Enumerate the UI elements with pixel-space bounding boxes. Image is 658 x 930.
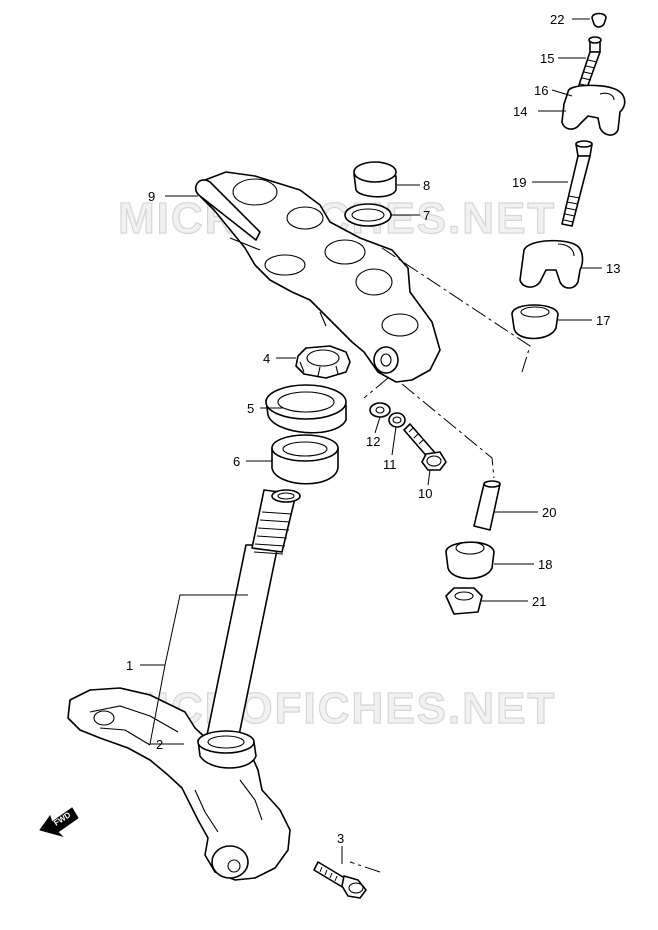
callout-13: 13 xyxy=(606,261,620,276)
fwd-arrow-icon: FWD xyxy=(39,807,79,837)
callout-1: 1 xyxy=(126,658,133,673)
callout-22: 22 xyxy=(550,12,564,27)
callout-16: 16 xyxy=(534,83,548,98)
stem-lock-nut[interactable] xyxy=(295,345,351,379)
bracket-bolt[interactable] xyxy=(403,423,447,471)
ring-seal[interactable] xyxy=(344,203,392,227)
callout-11: 11 xyxy=(383,457,397,472)
cap-22[interactable] xyxy=(591,12,607,28)
callout-2: 2 xyxy=(156,737,163,752)
cushion-17[interactable] xyxy=(511,304,559,340)
long-bolt-19[interactable] xyxy=(561,140,593,227)
callout-20: 20 xyxy=(542,505,556,520)
callout-12: 12 xyxy=(366,434,380,449)
watermark-top: MICROFICHES.NET xyxy=(118,194,556,243)
washer-12[interactable] xyxy=(369,402,391,418)
stem-cap[interactable] xyxy=(353,161,397,198)
callout-6: 6 xyxy=(233,454,240,469)
callout-17: 17 xyxy=(596,313,610,328)
dust-seal[interactable] xyxy=(265,384,347,434)
callout-9: 9 xyxy=(148,189,155,204)
callout-8: 8 xyxy=(423,178,430,193)
nut-21[interactable] xyxy=(445,587,483,615)
spacer-20[interactable] xyxy=(473,480,501,531)
callout-3: 3 xyxy=(337,831,344,846)
handlebar-holder-upper[interactable] xyxy=(561,84,626,136)
callout-7: 7 xyxy=(423,208,430,223)
callout-5: 5 xyxy=(247,401,254,416)
cushion-18[interactable] xyxy=(445,541,495,580)
steering-bearing[interactable] xyxy=(271,434,339,485)
upper-bracket[interactable] xyxy=(194,171,441,383)
handlebar-holder-lower[interactable] xyxy=(519,239,584,289)
lower-bracket-stem[interactable] xyxy=(67,489,301,881)
clamp-bolt[interactable] xyxy=(313,861,367,899)
callout-15: 15 xyxy=(540,51,554,66)
callout-4: 4 xyxy=(263,351,270,366)
callout-18: 18 xyxy=(538,557,552,572)
callout-14: 14 xyxy=(513,104,527,119)
washer-11[interactable] xyxy=(388,412,406,428)
callout-10: 10 xyxy=(418,486,432,501)
callout-21: 21 xyxy=(532,594,546,609)
callout-19: 19 xyxy=(512,175,526,190)
